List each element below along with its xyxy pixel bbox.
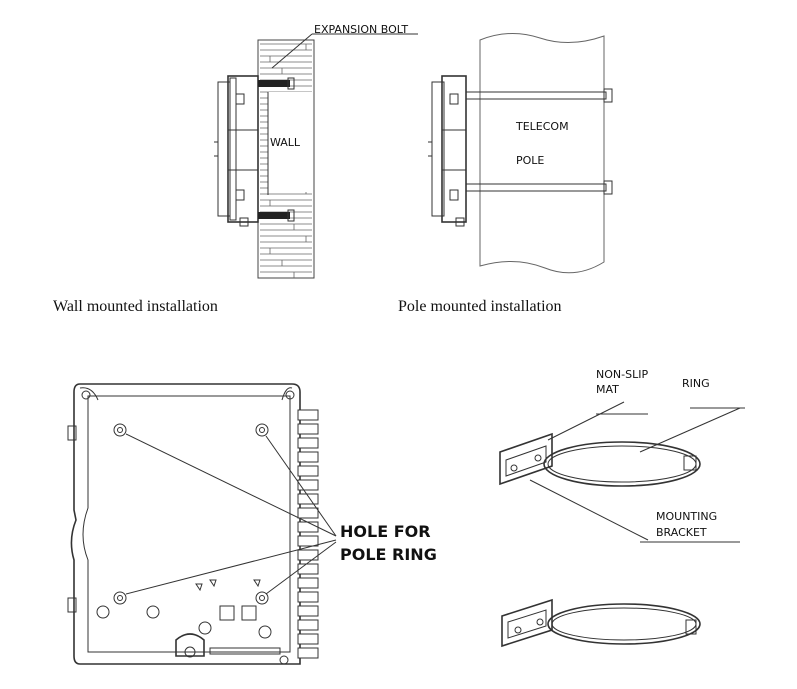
expansion-bolt-bottom [258,209,295,222]
pole-mount-caption: Pole mounted installation [398,298,562,315]
hole-leader-line [125,433,337,537]
wall-mount-caption: Wall mounted installation [53,298,218,315]
hole-label-line1: HOLE FOR [340,522,431,541]
hole-leader-line [125,539,337,595]
hole-label-line2: POLE RING [340,545,437,564]
mounting-bracket [499,432,553,486]
pole-ring-top [465,88,613,103]
bracket-label-line2: BRACKET [656,526,707,539]
pole-ring-bottom [465,180,613,195]
pole-ring-hole [113,423,127,437]
pole-ring-hole [255,591,269,605]
hole-leader-line [265,435,337,537]
mat-leader-line [547,401,625,441]
telecom-label: TELECOM [515,120,569,133]
bracket-label-line1: MOUNTING [656,510,717,523]
hole-leader-line [265,541,337,595]
pole-enclosure-side [428,75,467,227]
bracket-leader-line [529,479,649,541]
pole-ring [543,441,701,487]
wall-mount-figure: EXPANSION BOLT WALL [214,23,418,279]
pole-mount-figure: TELECOM POLE [428,33,613,274]
telecom-pole [479,33,605,274]
bolt-leader-line [271,33,313,69]
enclosure-back-view: HOLE FOR POLE RING [67,383,437,665]
expansion-bolt-label: EXPANSION BOLT [314,23,408,36]
wall-enclosure-side [214,75,259,227]
expansion-bolt-top [258,77,295,90]
ring-label: RING [682,377,710,390]
pole-ring-hole [255,423,269,437]
pole-ring-detail: NON-SLIP MAT RING MOUNTING BRACKET [499,368,745,648]
non-slip-label-line1: NON-SLIP [596,368,648,381]
wall-label: WALL [270,136,301,149]
pole-ring-hole [113,591,127,605]
mounting-bracket [501,598,553,648]
pole-ring [547,603,701,645]
ring-leader-line [639,407,741,453]
non-slip-label-line2: MAT [596,383,619,396]
pole-label: POLE [516,154,544,167]
hinge-strip [297,409,319,659]
